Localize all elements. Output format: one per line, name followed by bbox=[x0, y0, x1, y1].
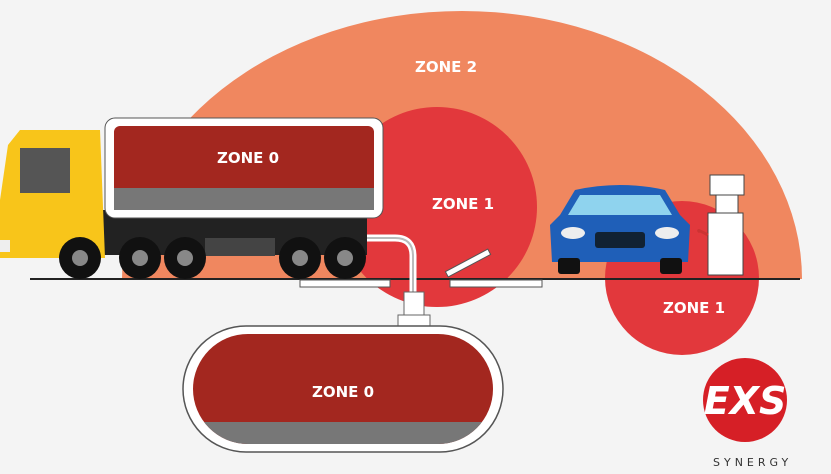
zone2-label: ZONE 2 bbox=[414, 58, 478, 76]
underground-tank bbox=[182, 325, 504, 453]
manhole-cover-left bbox=[299, 279, 391, 288]
tank-neck bbox=[403, 291, 425, 318]
zone0-truck-label: ZONE 0 bbox=[216, 149, 280, 167]
svg-text:EXS: EXS bbox=[704, 379, 787, 423]
manhole-cover-right bbox=[449, 279, 543, 288]
logo-name: SYNERGY bbox=[713, 456, 793, 469]
fuel-pump bbox=[697, 174, 745, 276]
tanker-truck bbox=[0, 117, 384, 279]
car bbox=[550, 185, 690, 274]
zone1-pump-label: ZONE 1 bbox=[662, 299, 726, 317]
exs-synergy-logo: EXS bbox=[703, 358, 787, 442]
zone1-tank-area bbox=[337, 107, 537, 307]
zone0-underground-label: ZONE 0 bbox=[311, 383, 375, 401]
zone1-tank-label: ZONE 1 bbox=[431, 195, 495, 213]
